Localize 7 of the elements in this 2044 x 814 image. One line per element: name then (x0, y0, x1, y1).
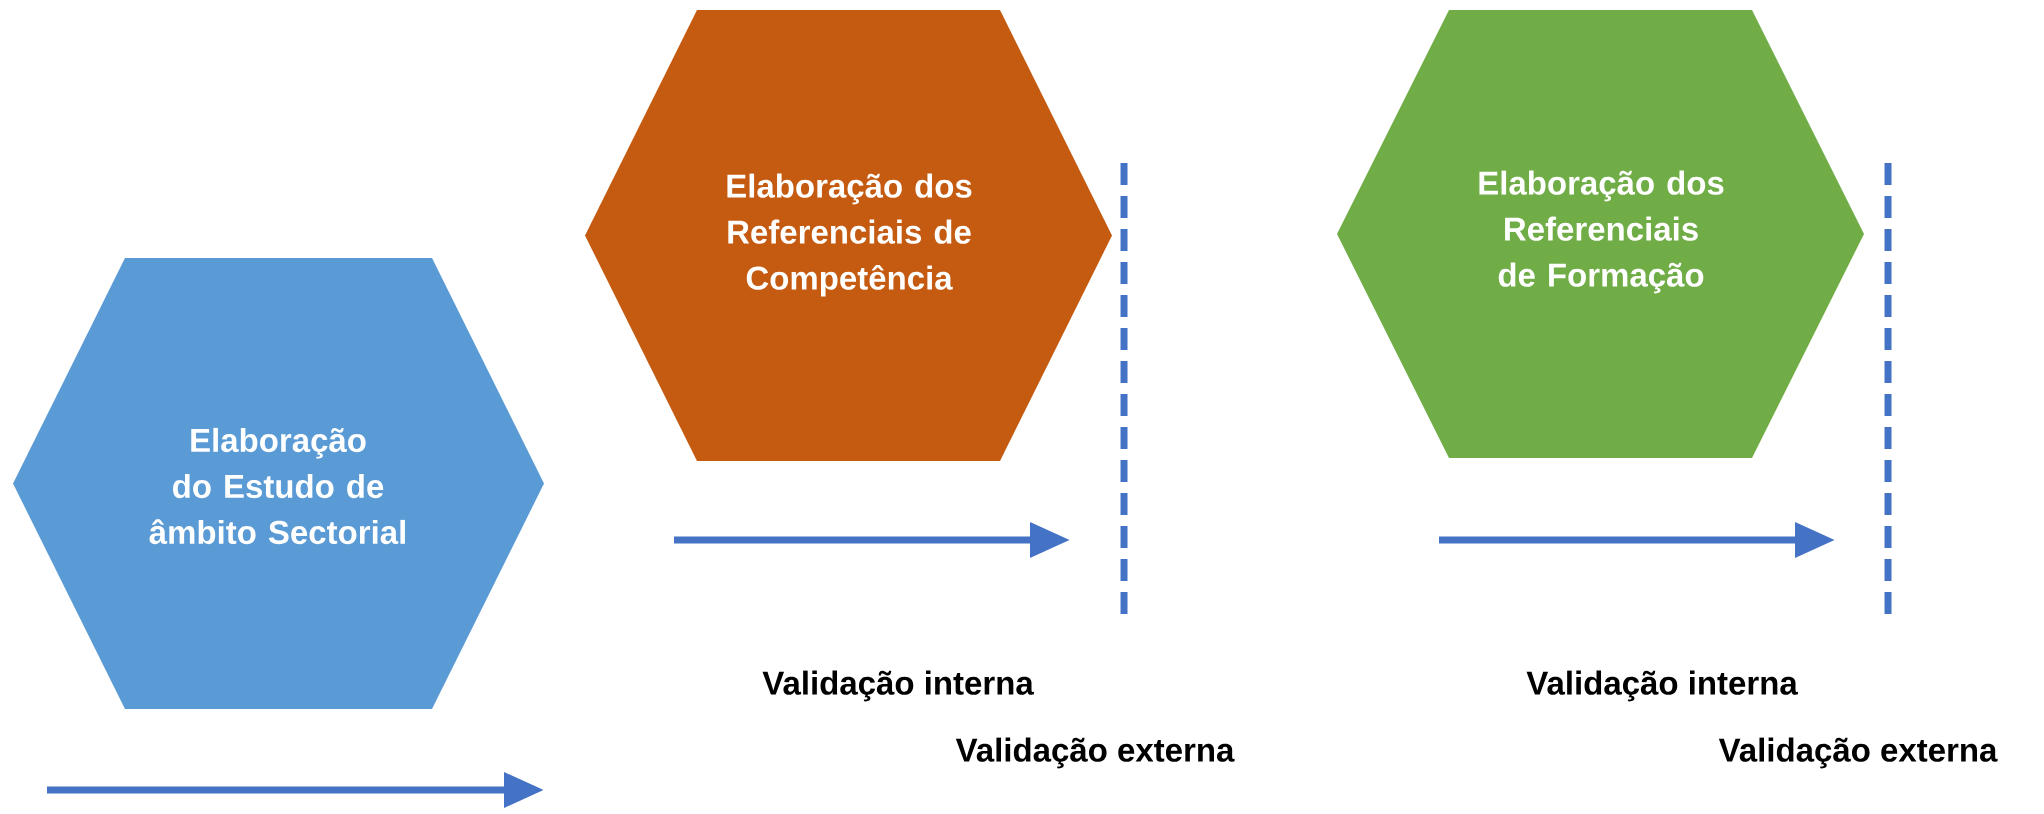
stage-label: Validação externa (1718, 737, 1998, 769)
stage-label: Validação interna (1526, 670, 1798, 702)
stage-label: Validação interna (762, 670, 1034, 702)
hexagon: Elaboração dos Referenciais de Formação (1337, 10, 1864, 458)
hexagon: Elaboração dos Referenciais de Competência (585, 10, 1112, 461)
hexagon: Elaboração do Estudo de âmbito Sectorial (13, 258, 544, 709)
stage-label: Validação externa (955, 737, 1235, 769)
